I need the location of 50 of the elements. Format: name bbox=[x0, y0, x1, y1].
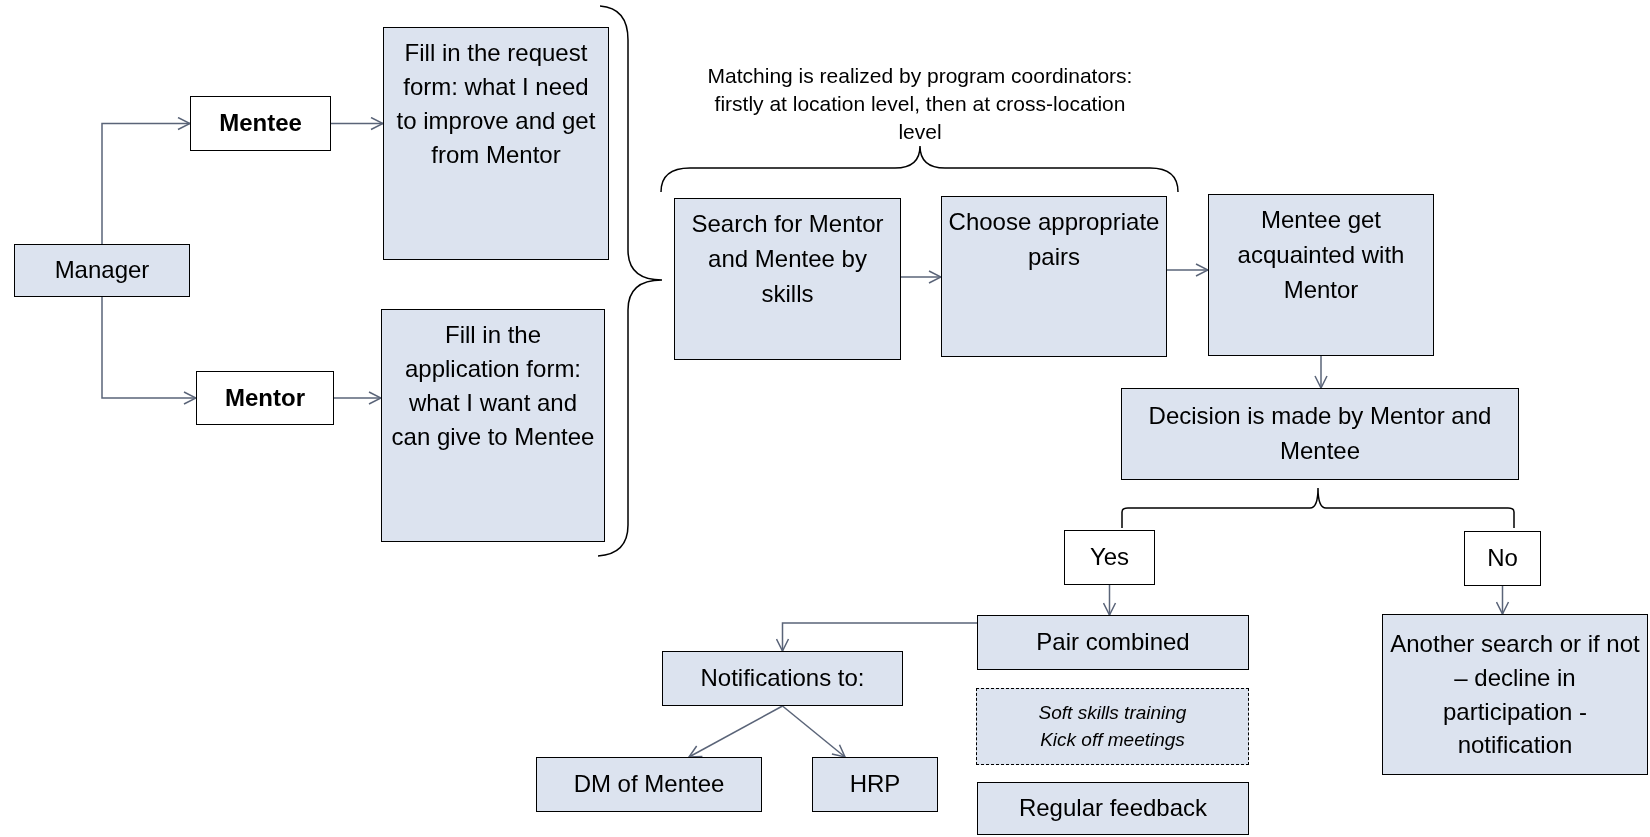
arrow bbox=[101, 116, 191, 245]
box-text: Mentor bbox=[225, 383, 305, 413]
box-text: Yes bbox=[1089, 543, 1130, 572]
box-text: DM of Mentee bbox=[573, 770, 725, 799]
process-box bbox=[196, 371, 334, 425]
process-box bbox=[381, 309, 605, 542]
arrow bbox=[333, 391, 382, 405]
arrow bbox=[101, 296, 197, 405]
process-box bbox=[1208, 194, 1434, 356]
process-box bbox=[1382, 614, 1648, 775]
box-text: Fill in the application form: what I want and can give to Mentee bbox=[390, 320, 596, 453]
box-text: Manager bbox=[54, 256, 150, 285]
process-box bbox=[383, 27, 609, 260]
process-box bbox=[662, 651, 903, 706]
process-box bbox=[977, 615, 1249, 670]
process-box bbox=[14, 244, 190, 297]
process-box bbox=[977, 782, 1249, 835]
box-text: Choose appropriate pairs bbox=[948, 207, 1160, 272]
process-box bbox=[1121, 388, 1519, 480]
arrow bbox=[688, 705, 784, 758]
box-text: Soft skills training bbox=[1038, 700, 1187, 725]
box-text: No bbox=[1487, 544, 1518, 573]
arrow bbox=[1102, 584, 1117, 616]
process-box bbox=[812, 757, 938, 812]
arrow bbox=[781, 705, 846, 758]
process-box bbox=[976, 688, 1249, 765]
process-box bbox=[674, 198, 901, 360]
box-text: Mentee get acquainted with Mentor bbox=[1236, 205, 1406, 305]
process-box bbox=[941, 196, 1167, 357]
annotation-note: Matching is realized by program coordinators: firstly at location level, then at cross-location level bbox=[706, 63, 1134, 145]
box-text: Fill in the request form: what I need to improve and get from Mentor bbox=[395, 38, 597, 171]
box-text: Regular feedback bbox=[1018, 794, 1208, 823]
arrow bbox=[775, 622, 978, 652]
process-box bbox=[190, 96, 331, 151]
arrow bbox=[1495, 585, 1510, 615]
box-text: Search for Mentor and Mentee by skills bbox=[690, 209, 885, 309]
process-box bbox=[536, 757, 762, 812]
box-text: Pair combined bbox=[1036, 628, 1190, 657]
box-text: Decision is made by Mentor and Mentee bbox=[1147, 401, 1493, 466]
box-text: HRP bbox=[849, 770, 901, 799]
process-box bbox=[1064, 530, 1155, 585]
box-text: Mentee bbox=[219, 109, 302, 138]
box-text: Kick off meetings bbox=[1040, 727, 1185, 752]
arrow bbox=[900, 270, 942, 284]
arrow bbox=[1166, 263, 1209, 277]
box-text: Notifications to: bbox=[700, 664, 865, 693]
arrow bbox=[330, 116, 384, 131]
process-box bbox=[1464, 531, 1541, 586]
box-text: Another search or if not – decline in participation - notification bbox=[1389, 629, 1641, 761]
arrow bbox=[1314, 355, 1328, 389]
